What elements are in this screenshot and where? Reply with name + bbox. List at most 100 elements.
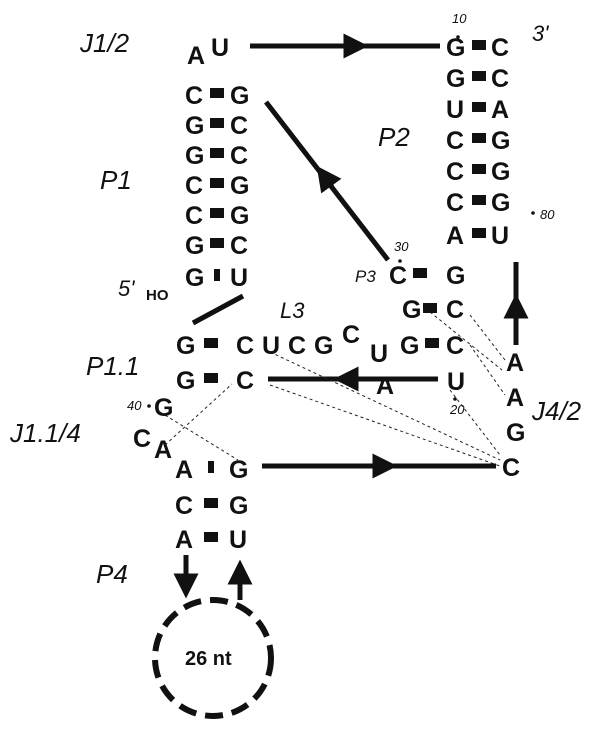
base-pair: G C <box>446 65 509 93</box>
base-pair: C G <box>175 492 248 520</box>
label-p1: P1 <box>100 165 132 195</box>
nucleotide: G <box>176 332 195 360</box>
loop-circle <box>152 597 274 719</box>
nucleotide: G <box>446 34 465 62</box>
base-pair: G C <box>446 34 509 62</box>
nucleotide: G <box>491 127 510 155</box>
junction-j12: A U <box>187 34 229 70</box>
helix-p1: C G G C G C C G C G G C G <box>185 82 249 292</box>
position-number: 20 <box>449 402 465 417</box>
nucleotide: G <box>229 492 248 520</box>
nucleotide: C <box>446 127 464 155</box>
label-j114: J1.1/4 <box>9 418 81 448</box>
nucleotide: G <box>185 112 204 140</box>
nucleotide: C <box>288 332 306 360</box>
nucleotide: G <box>491 158 510 186</box>
nucleotide: C <box>230 112 248 140</box>
label-j42: J4/2 <box>531 396 582 426</box>
nucleotide: G <box>154 394 173 422</box>
label-three-prime: 3' <box>532 21 549 46</box>
backbone-p1-to-p11 <box>191 293 245 326</box>
label-p3: P3 <box>355 267 376 286</box>
nucleotide: A <box>506 384 524 412</box>
label-p11: P1.1 <box>86 351 140 381</box>
nucleotide: A <box>187 42 205 70</box>
nucleotide: G <box>176 367 195 395</box>
position-number: 30 <box>394 239 409 254</box>
nucleotide: G <box>185 264 204 292</box>
helix-p3: C G G C G C U <box>389 262 465 396</box>
nucleotide: A <box>506 349 524 377</box>
label-p4: P4 <box>96 559 128 589</box>
helix-p2: G C G C U A C G C G C G A <box>446 34 510 250</box>
position-number: 40 <box>127 398 142 413</box>
helix-p11: G C G C <box>176 332 254 395</box>
junction-j42: A A G C <box>502 349 525 482</box>
nucleotide: C <box>342 321 360 349</box>
nucleotide: C <box>133 425 151 453</box>
loop-size-label: 26 nt <box>185 648 232 670</box>
nucleotide: C <box>491 65 509 93</box>
base-pair: C G <box>185 202 249 230</box>
nucleotide: C <box>491 34 509 62</box>
loop-l3: U C G C U A <box>262 321 394 400</box>
label-five-prime: 5' <box>118 276 135 301</box>
nucleotide: G <box>185 232 204 260</box>
position-number: 10 <box>452 11 467 26</box>
base-pair: C G <box>446 158 510 186</box>
base-pair: G C <box>185 112 248 140</box>
nucleotide: C <box>446 189 464 217</box>
label-p2: P2 <box>378 122 410 152</box>
nucleotide: A <box>154 436 172 464</box>
nucleotide: C <box>236 332 254 360</box>
nucleotide: G <box>491 189 510 217</box>
nucleotide: U <box>491 222 509 250</box>
base-pair: G U <box>185 264 248 292</box>
base-pair: C G <box>389 262 465 290</box>
nucleotide: C <box>502 454 520 482</box>
nucleotide: A <box>376 372 394 400</box>
helix-p4: A G C G A U <box>175 456 248 554</box>
nucleotide: U <box>447 368 465 396</box>
nucleotide: C <box>446 158 464 186</box>
tertiary-contacts <box>159 311 506 467</box>
nucleotide: A <box>446 222 464 250</box>
direction-arrow-p1-p3 <box>316 165 342 194</box>
backbone-lines <box>173 33 529 600</box>
base-pair: C G <box>446 127 510 155</box>
base-pair: A U <box>446 222 509 250</box>
nucleotide: G <box>185 142 204 170</box>
nucleotide: G <box>446 262 465 290</box>
nucleotide: A <box>175 526 193 554</box>
nucleotide: C <box>185 202 203 230</box>
position-number: 80 <box>540 207 555 222</box>
nucleotide: G <box>402 296 421 324</box>
base-pair: U A <box>446 96 509 124</box>
nucleotide: U <box>262 332 280 360</box>
position-numbers: 10 30 80 40 20 <box>127 11 555 417</box>
nucleotide: G <box>230 172 249 200</box>
base-pair: C G <box>185 172 249 200</box>
nucleotide: G <box>506 419 525 447</box>
nucleotide: A <box>175 456 193 484</box>
nucleotide: C <box>185 82 203 110</box>
nucleotide: C <box>175 492 193 520</box>
nucleotide: G <box>229 456 248 484</box>
nucleotide: U <box>229 526 247 554</box>
base-pair: A G <box>175 456 248 484</box>
nucleotide: G <box>400 332 419 360</box>
nucleotide: A <box>491 96 509 124</box>
nucleotide: G <box>314 332 333 360</box>
nucleotide: U <box>230 264 248 292</box>
base-pair: C G <box>446 189 510 217</box>
base-pair: G C <box>176 367 254 395</box>
base-pair: G C <box>176 332 254 360</box>
nucleotide: C <box>446 296 464 324</box>
label-ho: HO <box>146 287 169 304</box>
nucleotide: C <box>389 262 407 290</box>
base-pair: C G <box>185 82 249 110</box>
nucleotide: G <box>230 202 249 230</box>
nucleotide: U <box>211 34 229 62</box>
nucleotide: U <box>446 96 464 124</box>
